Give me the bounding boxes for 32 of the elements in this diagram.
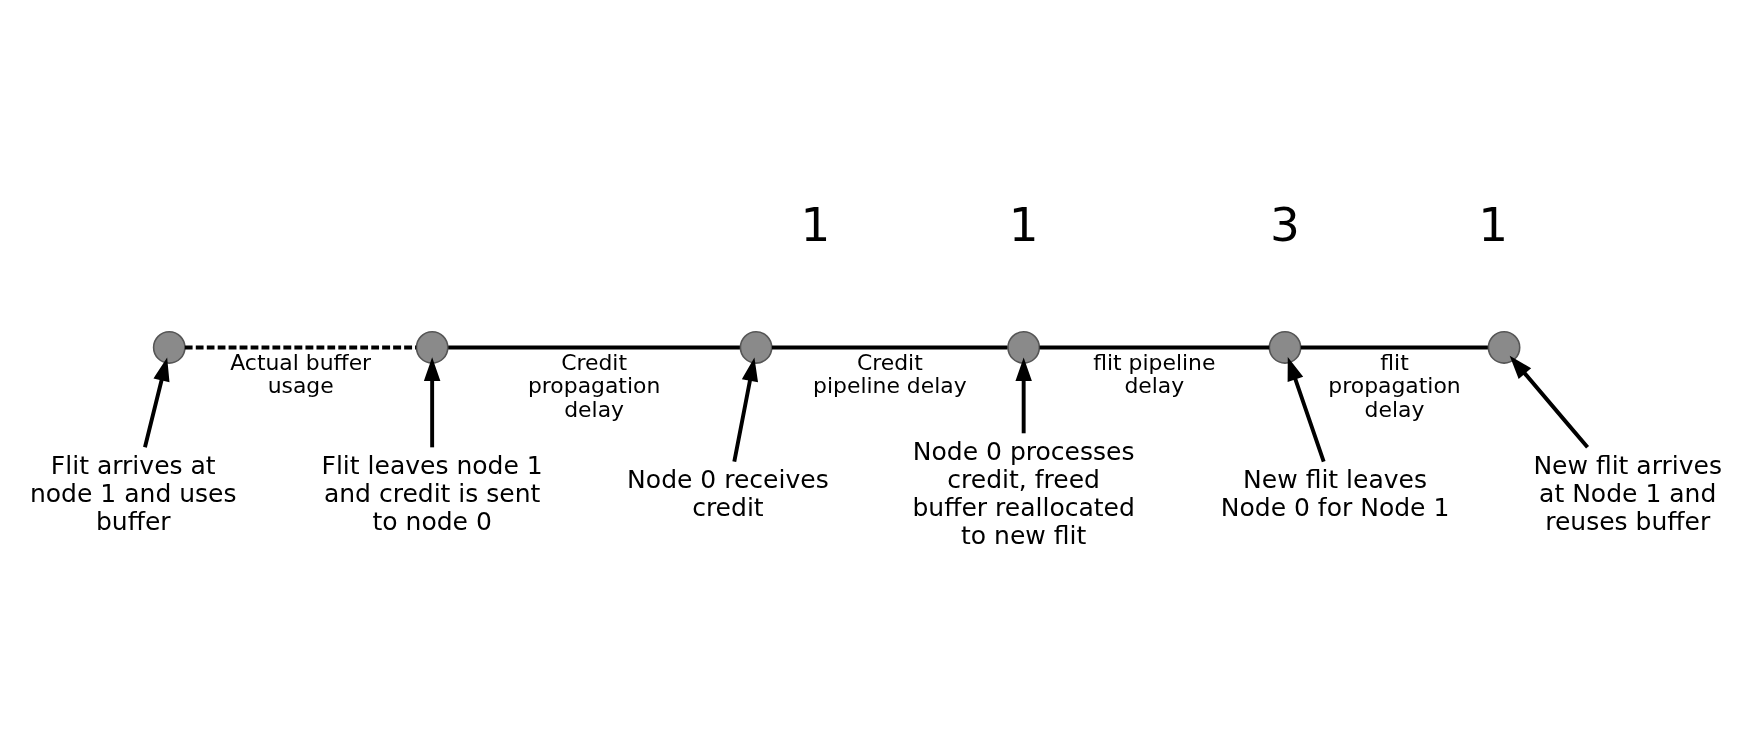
node-circle <box>739 330 773 364</box>
edge-label: Actual buffer usage <box>230 349 372 398</box>
edge-label: Credit pipeline delay <box>813 349 967 398</box>
arrow <box>143 357 170 448</box>
arrow <box>1015 357 1032 433</box>
node-text: Flit arrives at node 1 and uses buffer <box>29 450 237 536</box>
edge-label: flit pipeline delay <box>1093 349 1216 398</box>
arrow <box>732 357 759 462</box>
node-circle <box>415 330 449 364</box>
connector <box>448 345 740 349</box>
node-text: New flit leaves Node 0 for Node 1 <box>1220 464 1450 522</box>
node-circle <box>152 330 186 364</box>
node-circle <box>1487 330 1521 364</box>
node-text: New flit arrives at Node 1 and reuses buffer <box>1533 450 1723 536</box>
node-circle <box>1007 330 1041 364</box>
label: 1 <box>800 196 831 252</box>
connector <box>1039 345 1270 349</box>
node-text: Flit leaves node 1 and credit is sent to node 0 <box>321 450 543 536</box>
arrow <box>423 356 441 447</box>
label: 1 <box>1008 196 1039 252</box>
arrow <box>1287 356 1326 462</box>
node-text: Node 0 processes credit, freed buffer reallocated to new flit <box>912 436 1135 550</box>
label: 1 <box>1478 196 1509 252</box>
node-text: Node 0 receives credit <box>627 464 829 522</box>
edge-label: Credit propagation delay <box>527 349 661 422</box>
arrow <box>1509 355 1590 449</box>
node-circle <box>1268 330 1302 364</box>
label: 3 <box>1270 196 1300 252</box>
connector <box>184 345 417 349</box>
connector <box>772 345 1008 349</box>
edge-label: flit propagation delay <box>1328 349 1461 422</box>
connector <box>1300 345 1488 349</box>
